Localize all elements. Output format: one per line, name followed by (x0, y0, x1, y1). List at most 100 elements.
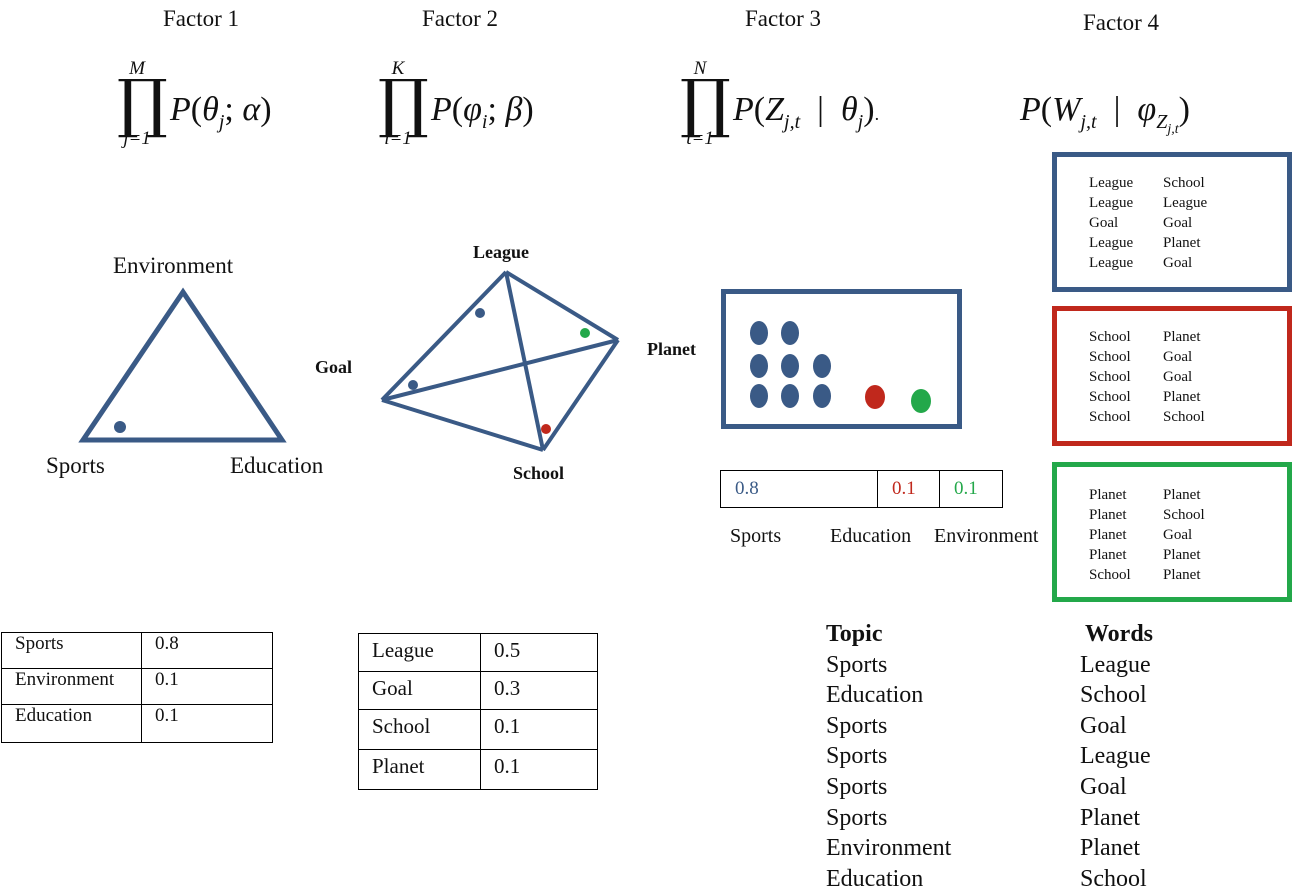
topic-item: Education (826, 865, 924, 892)
table-row: Planet 0.1 (358, 749, 598, 790)
word-simplex (380, 270, 620, 452)
topic-dot-sports (813, 354, 831, 378)
topic-dot-sports (813, 384, 831, 408)
topic-item: Sports (826, 804, 888, 831)
word-item: League (1080, 651, 1151, 678)
word-simplex-label-goal: Goal (315, 357, 353, 377)
proportion-label-sports: Sports (730, 525, 782, 547)
formula-1-sub: j (218, 110, 225, 133)
proportion-education: 0.1 (877, 470, 940, 508)
table-row: Goal 0.3 (358, 671, 598, 710)
table-cell-value: 0.1 (480, 709, 598, 750)
formula-1-param: α (242, 91, 261, 128)
table-row: League 0.5 (358, 633, 598, 672)
words-column: Words League School Goal League Goal Pla… (1080, 619, 1153, 894)
formula-3-lower: t=1 (686, 128, 714, 149)
word-box-sports (1052, 152, 1292, 292)
formula-2-upper: K (391, 58, 405, 79)
word-item: Planet (1080, 835, 1140, 862)
table-cell-value: 0.5 (480, 633, 598, 672)
simplex-label-environment: Environment (113, 253, 234, 278)
proportion-label-education: Education (830, 525, 912, 547)
proportion-sports: 0.8 (720, 470, 878, 508)
table-cell-word: School (358, 709, 481, 750)
word-item: Planet (1080, 804, 1140, 831)
table-row: Sports 0.8 (1, 632, 273, 669)
table-row: Education 0.1 (1, 704, 273, 743)
simplex-label-education: Education (230, 453, 324, 478)
proportion-label-environment: Environment (934, 525, 1039, 547)
topic-dot-sports (781, 354, 799, 378)
formula-1-var: θ (202, 91, 219, 128)
table-row: Environment 0.1 (1, 668, 273, 705)
formula-3-body: P(Zj,t | θj). (733, 91, 880, 133)
topic-column: Topic Sports Education Sports Sports Spo… (826, 619, 951, 894)
word-item: Goal (1080, 712, 1127, 739)
word-box-education (1052, 306, 1292, 446)
word-point-red (541, 424, 551, 434)
table-cell-word: Planet (358, 749, 481, 790)
formula-1-body: P(θj; α) (170, 91, 272, 133)
topic-item: Sports (826, 743, 888, 770)
topic-dot-sports (781, 384, 799, 408)
topic-item: Environment (826, 835, 952, 862)
topic-assignment-dots (750, 321, 931, 413)
formula-3-upper: N (693, 58, 707, 79)
word-item: Goal (1080, 773, 1127, 800)
word-simplex-label-planet: Planet (647, 339, 696, 359)
table-cell-value: 0.8 (141, 632, 273, 669)
topic-dot-sports (750, 384, 768, 408)
formula-2-var: φ (463, 91, 482, 128)
formula-2-param: β (505, 91, 523, 128)
formula-2-body: P(φi; β) (431, 91, 534, 133)
topic-point (114, 421, 126, 433)
word-point-blue-top (475, 308, 485, 318)
word-distribution-table: League 0.5 Goal 0.3 School 0.1 Planet 0.… (358, 633, 598, 790)
table-cell-value: 0.3 (480, 671, 598, 710)
table-cell-word: League (358, 633, 481, 672)
topic-dot-environment (911, 389, 931, 413)
table-cell-value: 0.1 (141, 668, 273, 705)
topic-distribution-table: Sports 0.8 Environment 0.1 Education 0.1 (1, 632, 273, 743)
topic-dot-education (865, 385, 885, 409)
word-box-environment (1052, 462, 1292, 602)
word-simplex-label-school: School (513, 463, 565, 483)
words-column-header: Words (1085, 621, 1154, 647)
formula-1-upper: M (129, 58, 145, 79)
table-cell-value: 0.1 (141, 704, 273, 743)
topic-item: Sports (826, 651, 888, 678)
table-cell-topic: Environment (1, 668, 142, 705)
topic-assignment-box (721, 289, 962, 429)
topic-dot-sports (750, 354, 768, 378)
proportion-environment: 0.1 (939, 470, 1003, 508)
word-item: School (1080, 865, 1147, 892)
table-cell-word: Goal (358, 671, 481, 710)
table-row: School 0.1 (358, 709, 598, 750)
formula-4-body: P(Wj,t | φZj,t) (1020, 91, 1190, 137)
table-cell-value: 0.1 (480, 749, 598, 790)
topic-item: Sports (826, 773, 888, 800)
word-item: League (1080, 743, 1151, 770)
simplex-label-sports: Sports (46, 453, 105, 478)
topic-item: Sports (826, 712, 888, 739)
topic-simplex-triangle (78, 287, 287, 443)
factor-1-title: Factor 1 (163, 6, 240, 31)
factor-2-title: Factor 2 (422, 6, 499, 31)
